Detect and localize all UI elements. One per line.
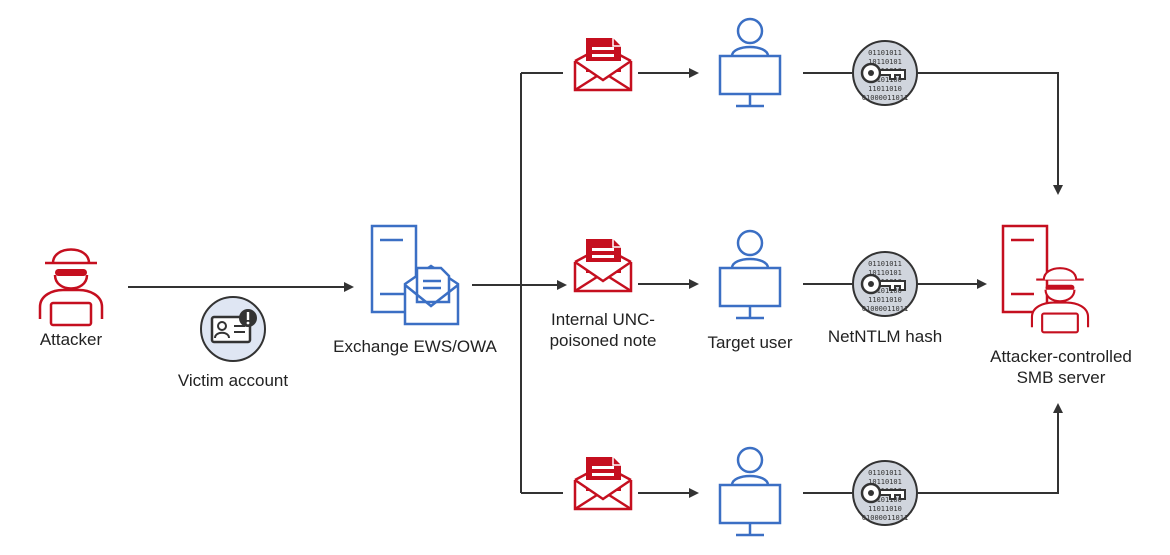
hash-label: NetNTLM hash [827, 327, 943, 346]
target-user-label: Target user [707, 333, 793, 352]
victim-account-label: Victim account [177, 371, 289, 390]
attacker-server-icon [1001, 224, 1090, 334]
attacker-label: Attacker [39, 330, 103, 349]
hash-to-server-bottom-arrow [918, 403, 1063, 494]
note-label-line2: poisoned note [549, 331, 657, 350]
hacker-icon [38, 248, 104, 327]
hash-to-server-top-arrow [918, 72, 1063, 195]
user-workstation-icon-middle [718, 229, 782, 320]
user-workstation-icon-bottom [718, 446, 782, 537]
poisoned-mail-icon-middle [573, 237, 633, 293]
user-workstation-icon-top [718, 17, 782, 108]
server-label-line1: Attacker-controlled [990, 347, 1132, 366]
server-label-line2: SMB server [1016, 368, 1106, 387]
connectors [128, 68, 1063, 498]
note-label-line1: Internal UNC- [551, 310, 655, 329]
server-mail-icon [370, 224, 460, 326]
key-hash-icon-top [851, 39, 919, 107]
id-card-alert-icon [200, 296, 266, 362]
key-hash-icon-bottom [851, 459, 919, 527]
key-hash-icon-middle [851, 250, 919, 318]
poisoned-mail-icon-top [573, 36, 633, 92]
poisoned-mail-icon-bottom [573, 455, 633, 511]
exchange-label: Exchange EWS/OWA [333, 337, 497, 356]
